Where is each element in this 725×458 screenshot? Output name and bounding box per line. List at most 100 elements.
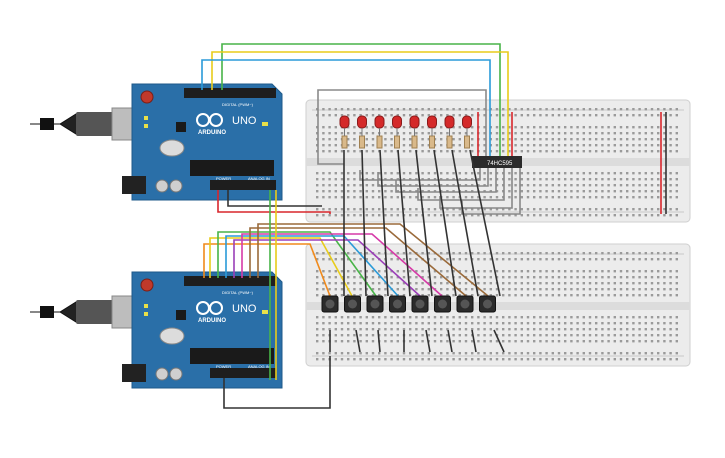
breadboard-hole	[588, 184, 592, 187]
breadboard-hole	[657, 340, 660, 343]
breadboard-hole	[570, 150, 573, 153]
breadboard-hole	[551, 126, 554, 129]
breadboard-hole	[384, 288, 387, 291]
breadboard-hole	[334, 208, 337, 211]
pushbutton-cap	[483, 299, 492, 309]
breadboard-hole	[508, 352, 511, 355]
breadboard-hole	[588, 340, 592, 343]
breadboard-hole	[595, 214, 598, 217]
breadboard-hole	[551, 352, 554, 355]
analog-header-label: ANALOG IN	[248, 176, 270, 181]
breadboard-hole	[322, 322, 325, 325]
breadboard-hole	[359, 352, 362, 355]
breadboard-hole	[570, 282, 573, 285]
breadboard-hole	[508, 126, 511, 129]
breadboard-hole	[402, 172, 406, 175]
breadboard-hole	[390, 276, 393, 279]
breadboard-hole	[396, 316, 399, 319]
breadboard-hole	[533, 172, 536, 175]
breadboard-hole	[657, 184, 660, 187]
breadboard-hole	[322, 126, 325, 129]
breadboard-hole	[353, 270, 356, 273]
breadboard-hole	[409, 150, 412, 153]
breadboard-hole	[440, 126, 443, 129]
breadboard-hole	[526, 282, 530, 285]
breadboard-hole	[409, 358, 412, 361]
breadboard-hole	[502, 358, 505, 361]
breadboard-hole	[551, 184, 554, 187]
breadboard-hole	[644, 294, 647, 297]
breadboard-hole	[440, 172, 443, 175]
breadboard-hole	[607, 144, 610, 147]
breadboard-hole	[415, 328, 418, 331]
breadboard-hole	[502, 252, 505, 255]
breadboard-hole	[452, 288, 455, 291]
breadboard-hole	[514, 144, 517, 147]
breadboard-hole	[427, 138, 430, 141]
breadboard-hole	[595, 196, 598, 199]
breadboard-hole	[669, 316, 672, 319]
breadboard-hole	[409, 196, 412, 199]
breadboard-hole	[347, 322, 350, 325]
breadboard-hole	[619, 126, 623, 129]
breadboard-hole	[508, 276, 511, 279]
breadboard-hole	[322, 282, 325, 285]
breadboard-hole	[322, 132, 325, 135]
breadboard-hole	[489, 322, 492, 325]
breadboard-hole	[619, 352, 623, 355]
breadboard-hole	[564, 190, 567, 193]
breadboard-hole	[663, 144, 666, 147]
breadboard-hole	[601, 214, 604, 217]
breadboard-hole	[557, 282, 561, 285]
breadboard-hole	[526, 358, 530, 361]
breadboard-hole	[514, 214, 517, 217]
breadboard-hole	[576, 184, 579, 187]
breadboard-hole	[595, 252, 598, 255]
breadboard-hole	[415, 352, 418, 355]
breadboard-hole	[607, 196, 610, 199]
breadboard-hole	[582, 270, 585, 273]
breadboard-hole	[557, 276, 561, 279]
breadboard-hole	[675, 252, 678, 255]
breadboard-hole	[347, 352, 350, 355]
breadboard-hole	[601, 352, 604, 355]
breadboard-hole	[322, 190, 325, 193]
breadboard-hole	[564, 108, 567, 111]
breadboard-hole	[378, 172, 381, 175]
breadboard-hole	[576, 288, 579, 291]
breadboard-hole	[539, 126, 542, 129]
breadboard-hole	[508, 328, 511, 331]
breadboard-hole	[371, 282, 375, 285]
breadboard-hole	[533, 276, 536, 279]
breadboard-hole	[638, 270, 641, 273]
breadboard-hole	[433, 352, 437, 355]
breadboard-hole	[520, 108, 523, 111]
breadboard-hole	[464, 114, 468, 117]
breadboard-hole	[632, 276, 635, 279]
breadboard-hole	[607, 214, 610, 217]
breadboard-hole	[365, 270, 368, 273]
breadboard-hole	[619, 334, 623, 337]
breadboard-hole	[564, 184, 567, 187]
breadboard-hole	[322, 214, 325, 217]
breadboard-hole	[557, 150, 561, 153]
breadboard-hole	[520, 208, 523, 211]
breadboard-hole	[526, 352, 530, 355]
breadboard-hole	[464, 258, 468, 261]
breadboard-hole	[514, 282, 517, 285]
breadboard-hole	[650, 322, 654, 325]
breadboard-hole	[347, 258, 350, 261]
breadboard-hole	[557, 294, 561, 297]
breadboard-hole	[576, 352, 579, 355]
breadboard-hole	[328, 282, 331, 285]
breadboard-hole	[657, 172, 660, 175]
led	[462, 115, 472, 129]
breadboard-hole	[365, 138, 368, 141]
breadboard-hole	[421, 132, 424, 135]
breadboard-hole	[632, 126, 635, 129]
breadboard-hole	[396, 208, 399, 211]
breadboard-hole	[595, 270, 598, 273]
breadboard-hole	[464, 340, 468, 343]
breadboard-hole	[427, 144, 430, 147]
breadboard-hole	[334, 288, 337, 291]
